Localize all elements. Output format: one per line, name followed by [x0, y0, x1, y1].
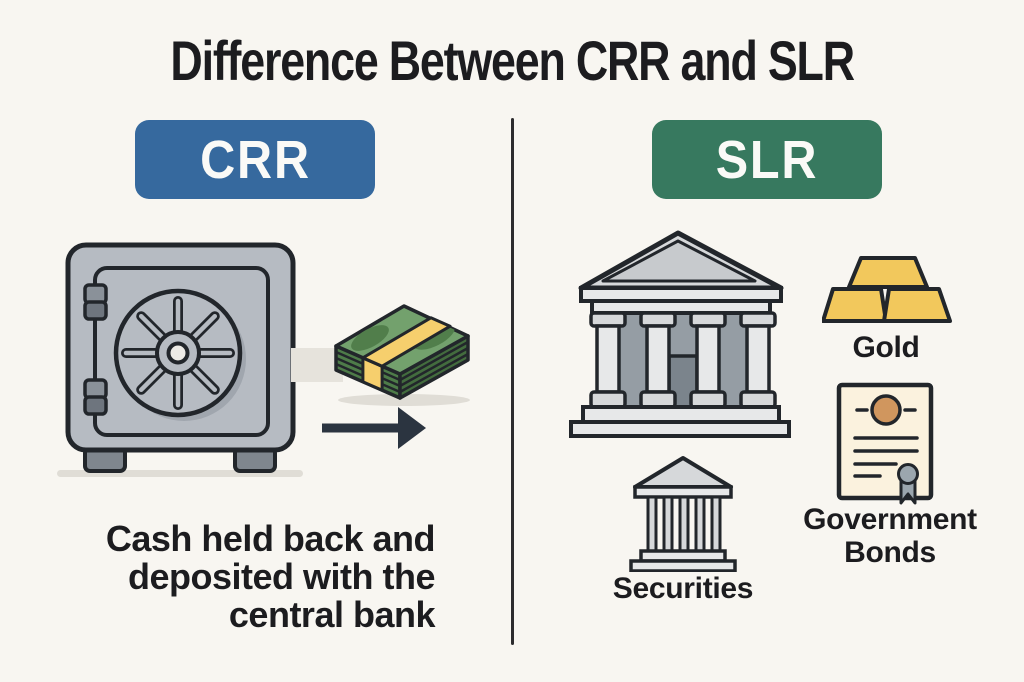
page-title: Difference Between CRR and SLR: [0, 28, 1024, 93]
crr-badge: CRR: [135, 120, 375, 199]
securities-bank-icon: [627, 454, 739, 572]
caption-line: deposited with the: [127, 556, 436, 597]
column-divider-line: [511, 118, 514, 645]
cash-stack-icon: [330, 300, 470, 406]
securities-label: Securities: [612, 572, 754, 605]
arrow-right-icon: [318, 407, 426, 449]
vault-safe-icon: [57, 236, 303, 477]
crr-caption: Cash held back and deposited with the ce…: [105, 518, 436, 635]
bond-certificate-icon: [836, 382, 938, 510]
slr-badge-label: SLR: [715, 129, 819, 190]
hinges: [85, 285, 106, 414]
columns: [591, 313, 775, 407]
crr-badge-label: CRR: [199, 129, 311, 190]
caption-line: central bank: [228, 594, 436, 635]
gold-bars-icon: [822, 255, 954, 325]
gold-label: Gold: [852, 331, 920, 364]
columns: [648, 497, 720, 551]
government-bonds-label: Government Bonds: [803, 503, 977, 569]
caption-line: Cash held back and: [105, 518, 436, 559]
page-title-text: Difference Between CRR and SLR: [170, 29, 855, 92]
slr-badge: SLR: [652, 120, 882, 199]
bank-building-icon: [569, 230, 791, 440]
